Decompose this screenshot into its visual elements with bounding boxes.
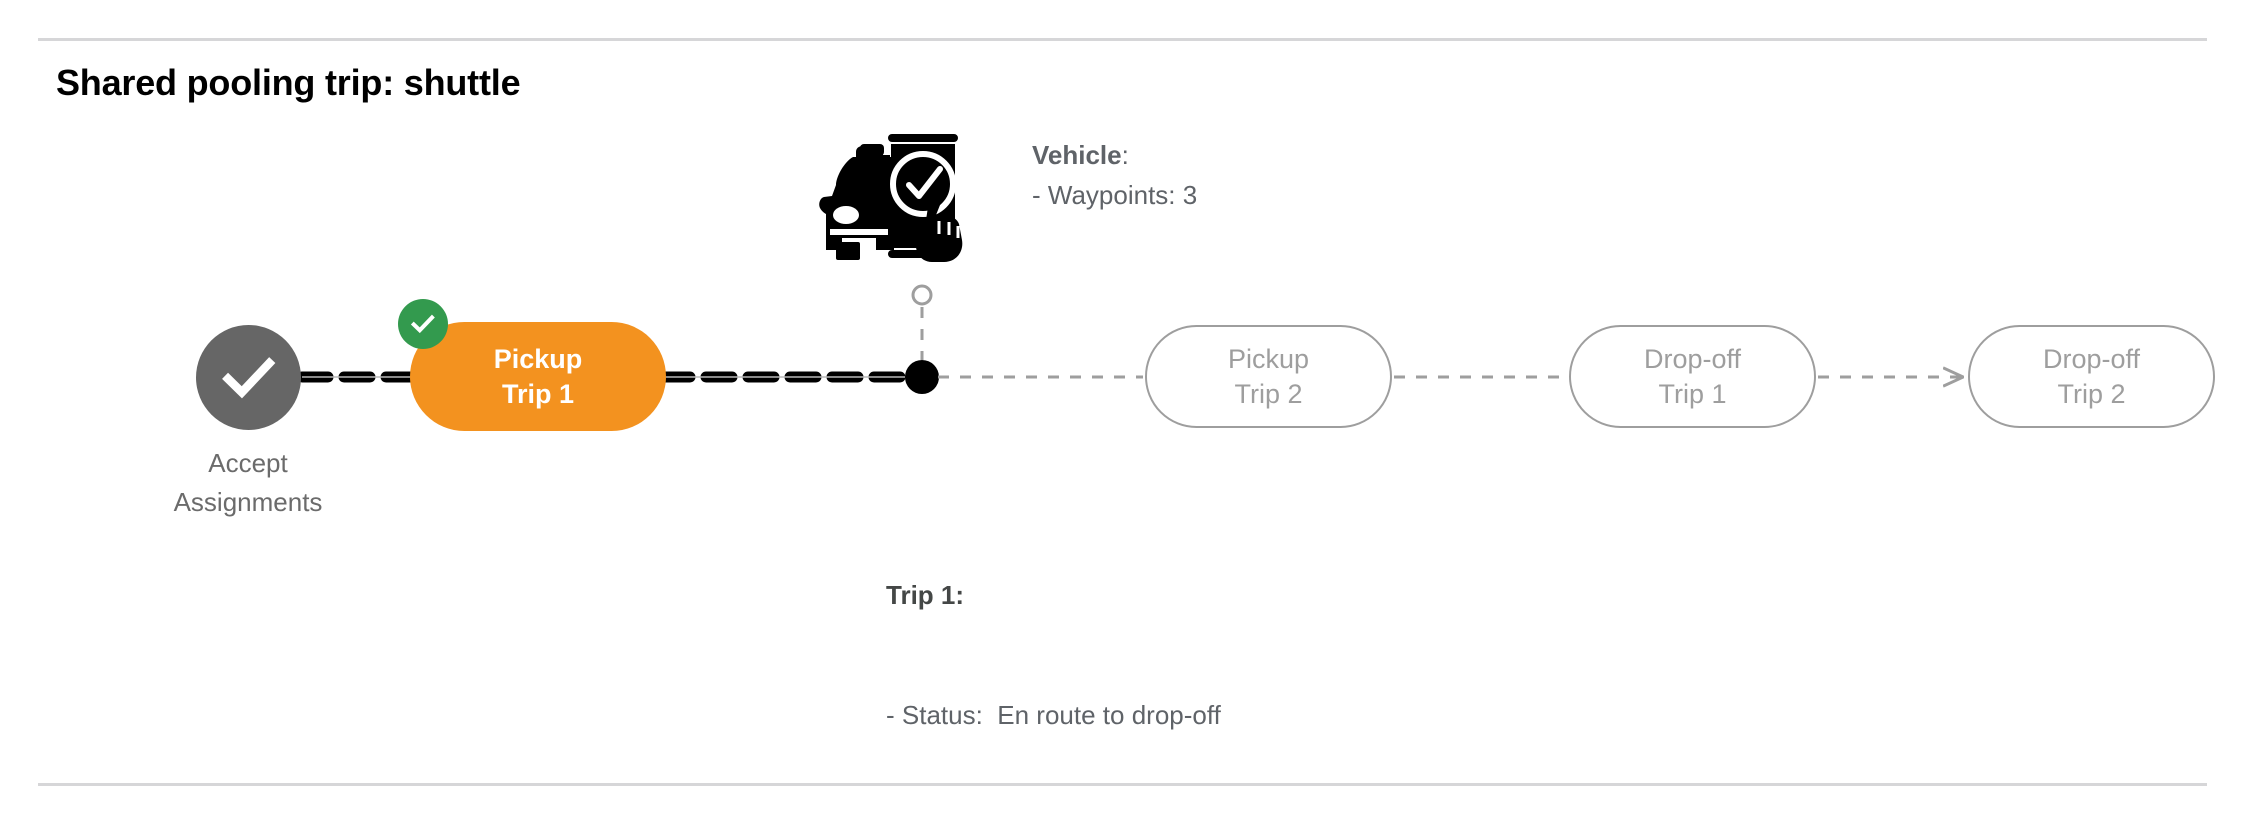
trip-1-heading-text: Trip 1: [886, 580, 956, 610]
node-dropoff-trip-1[interactable]: Drop-off Trip 1: [1569, 325, 1816, 428]
vehicle-info-block: Vehicle: - Waypoints: 3: [1032, 135, 1197, 215]
trip-1-status-label: - Status:: [886, 700, 983, 730]
vehicle-heading-text: Vehicle: [1032, 140, 1122, 170]
trip-1-status-gap: [983, 700, 997, 730]
vehicle-info-heading: Vehicle:: [1032, 135, 1197, 175]
vehicle-position-marker: [905, 360, 939, 394]
trip-1-status-line: - Status: En route to drop-off: [886, 695, 1221, 735]
check-circle-icon: [216, 345, 282, 411]
top-divider: [38, 38, 2207, 41]
vehicle-waypoints-line: - Waypoints: 3: [1032, 180, 1198, 210]
node-accept-assignments-label: Accept Assignments: [173, 448, 323, 517]
check-icon: [410, 314, 435, 334]
trip-1-status-value: En route to drop-off: [997, 700, 1221, 730]
node-pickup-trip-2[interactable]: Pickup Trip 2: [1145, 325, 1392, 428]
vehicle-heading-colon: :: [1121, 140, 1129, 170]
trip-1-heading-colon: :: [955, 580, 965, 610]
node-accept-assignments[interactable]: [196, 325, 301, 430]
car-phone-check-icon: [812, 122, 967, 264]
trip-1-waypoints-line: - Remaining waypoints: 2: [886, 815, 1221, 825]
page-title: Shared pooling trip: shuttle: [56, 62, 521, 103]
trips-info-block: Trip 1: - Status: En route to drop-off -…: [886, 495, 1221, 825]
node-dropoff-trip-2[interactable]: Drop-off Trip 2: [1968, 325, 2215, 428]
vehicle-leader-endpoint: [911, 284, 933, 306]
node-pickup-trip-1-completed-badge: [398, 299, 448, 349]
node-pickup-trip-1[interactable]: Pickup Trip 1: [410, 322, 666, 431]
trip-1-heading: Trip 1:: [886, 575, 1221, 615]
bottom-divider: [38, 783, 2207, 786]
